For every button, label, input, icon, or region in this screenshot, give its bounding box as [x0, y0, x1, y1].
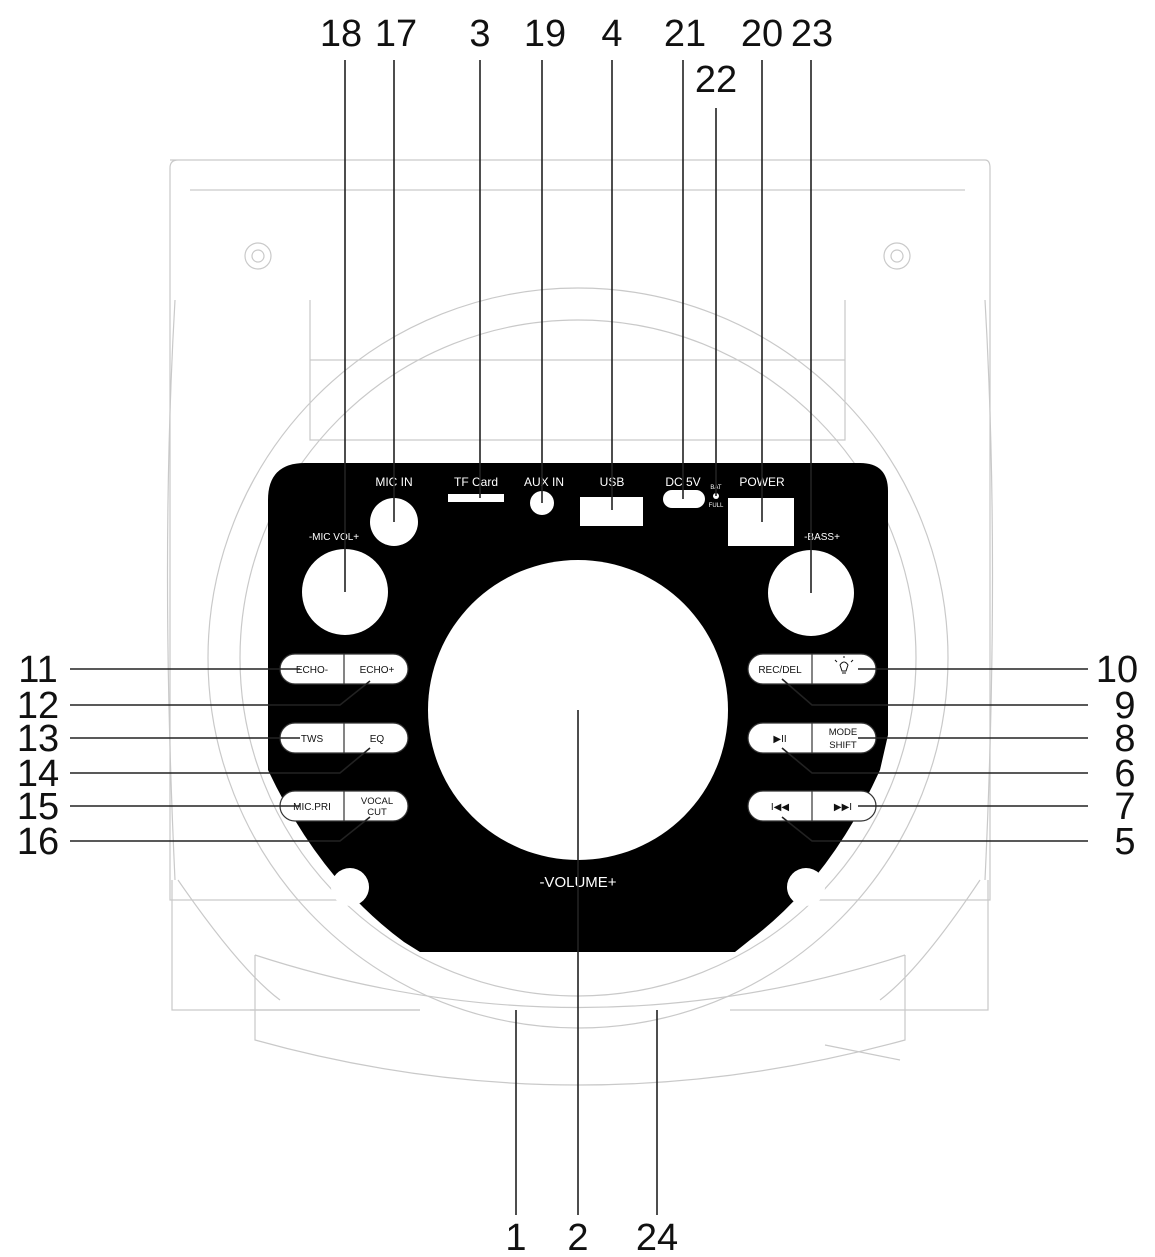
tws-button[interactable]: TWS: [301, 734, 324, 745]
callout-17: 17: [375, 13, 417, 55]
vocal-button-line2[interactable]: CUT: [367, 807, 387, 818]
callout-13: 13: [17, 718, 59, 760]
mode-button-line1[interactable]: MODE: [829, 727, 858, 738]
tf-card-slot[interactable]: [448, 494, 504, 502]
aux-in-label: AUX IN: [524, 475, 564, 489]
previous-button[interactable]: I◀◀: [771, 802, 789, 813]
callout-15: 15: [17, 786, 59, 828]
callout-5: 5: [1114, 821, 1135, 863]
right-screw-hole: [787, 868, 825, 906]
callout-18: 18: [320, 13, 362, 55]
callout-10: 10: [1096, 649, 1138, 691]
callout-7: 7: [1114, 786, 1135, 828]
mic-pri-button[interactable]: MIC.PRI: [293, 802, 331, 813]
callout-6: 6: [1114, 753, 1135, 795]
power-switch[interactable]: [728, 498, 794, 546]
callout-20: 20: [741, 13, 783, 55]
leader-lines: [70, 60, 1088, 1215]
callout-21: 21: [664, 13, 706, 55]
bass-label: -BASS+: [804, 532, 840, 543]
callout-12: 12: [17, 685, 59, 727]
callout-3: 3: [469, 13, 490, 55]
callout-1: 1: [505, 1217, 526, 1257]
rec-del-button[interactable]: REC/DEL: [758, 665, 802, 676]
rec-light-buttons: REC/DEL: [747, 653, 877, 685]
callout-16: 16: [17, 821, 59, 863]
callout-2: 2: [567, 1217, 588, 1257]
callout-14: 14: [17, 753, 59, 795]
callout-4: 4: [601, 13, 622, 55]
callout-23: 23: [791, 13, 833, 55]
light-icon[interactable]: [834, 656, 854, 674]
mic-vol-label: -MIC VOL+: [309, 532, 359, 543]
callout-19: 19: [524, 13, 566, 55]
vocal-button-line1[interactable]: VOCAL: [361, 796, 393, 807]
callout-numbers: 18 17 3 19 4 21 20 23 22 11 12 13 14 15 …: [17, 13, 1138, 1257]
callout-8: 8: [1114, 718, 1135, 760]
echo-minus-button[interactable]: ECHO-: [296, 665, 328, 676]
callout-24: 24: [636, 1217, 678, 1257]
play-mode-buttons: ▶II MODE SHIFT: [747, 722, 877, 754]
eq-button[interactable]: EQ: [370, 734, 385, 745]
next-button[interactable]: ▶▶I: [834, 802, 852, 813]
left-screw-hole: [331, 868, 369, 906]
prev-next-buttons: I◀◀ ▶▶I: [747, 790, 877, 822]
tf-card-label: TF Card: [454, 475, 498, 489]
tws-eq-buttons: TWS EQ: [279, 722, 409, 754]
mode-button-line2[interactable]: SHIFT: [829, 740, 857, 751]
callout-9: 9: [1114, 685, 1135, 727]
callout-11: 11: [18, 649, 57, 691]
dc-5v-jack[interactable]: [663, 490, 705, 508]
play-pause-button[interactable]: ▶II: [773, 734, 786, 745]
callout-22: 22: [695, 59, 737, 101]
full-label: FULL: [709, 503, 724, 509]
echo-plus-button[interactable]: ECHO+: [360, 665, 395, 676]
